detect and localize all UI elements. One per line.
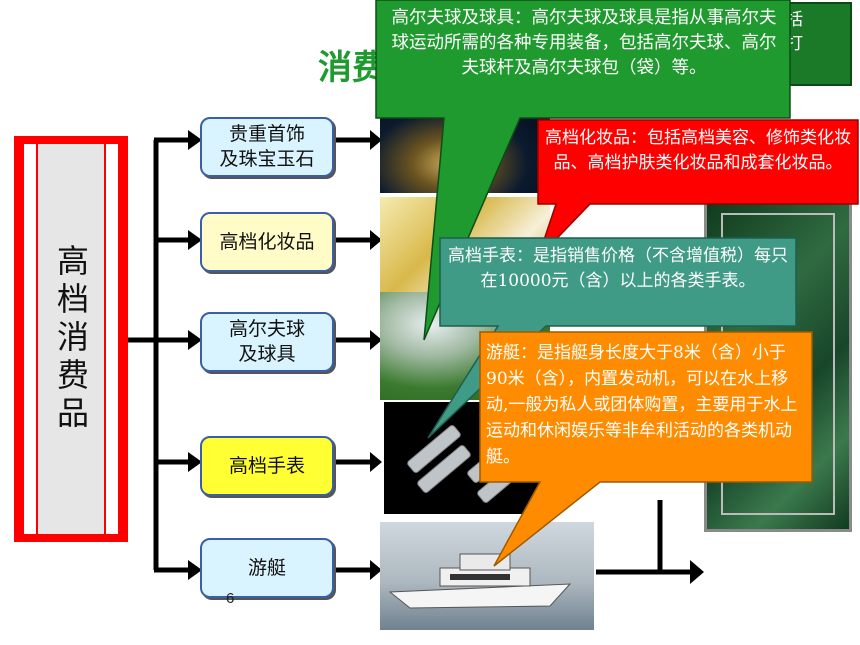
slide-number: 6 xyxy=(226,590,235,607)
yacht-photo xyxy=(380,522,594,630)
category-golf[interactable]: 高尔夫球 及球具 xyxy=(200,312,334,372)
watch-callout-text: 高档手表：是指销售价格（不含增值税）每只在10000元（含）以上的各类手表。 xyxy=(448,246,788,291)
main-category-core xyxy=(36,144,106,534)
yacht-callout-text: 游艇：是指艇身长度大于8米（含）小于90米（含），内置发动机，可以在水上移动,一… xyxy=(486,343,798,467)
category-cosmetics[interactable]: 高档化妆品 xyxy=(200,212,334,272)
main-category-label: 高档消费品 xyxy=(52,244,90,434)
category-watch[interactable]: 高档手表 xyxy=(200,436,334,496)
background-green-panel xyxy=(780,2,852,86)
golf-callout-text: 高尔夫球及球具：高尔夫球及球具是指从事高尔夫球运动所需的各种专用装备，包括高尔夫… xyxy=(391,8,777,78)
category-yacht[interactable]: 游艇 xyxy=(200,538,334,598)
category-jewelry[interactable]: 贵重首饰 及珠宝玉石 xyxy=(200,117,334,177)
watch-photo xyxy=(384,402,554,514)
cosmetics-callout-text: 高档化妆品：包括高档美容、修饰类化妆品、高档护肤类化妆品和成套化妆品。 xyxy=(545,128,851,173)
slide-title: 消费 xyxy=(318,48,386,88)
